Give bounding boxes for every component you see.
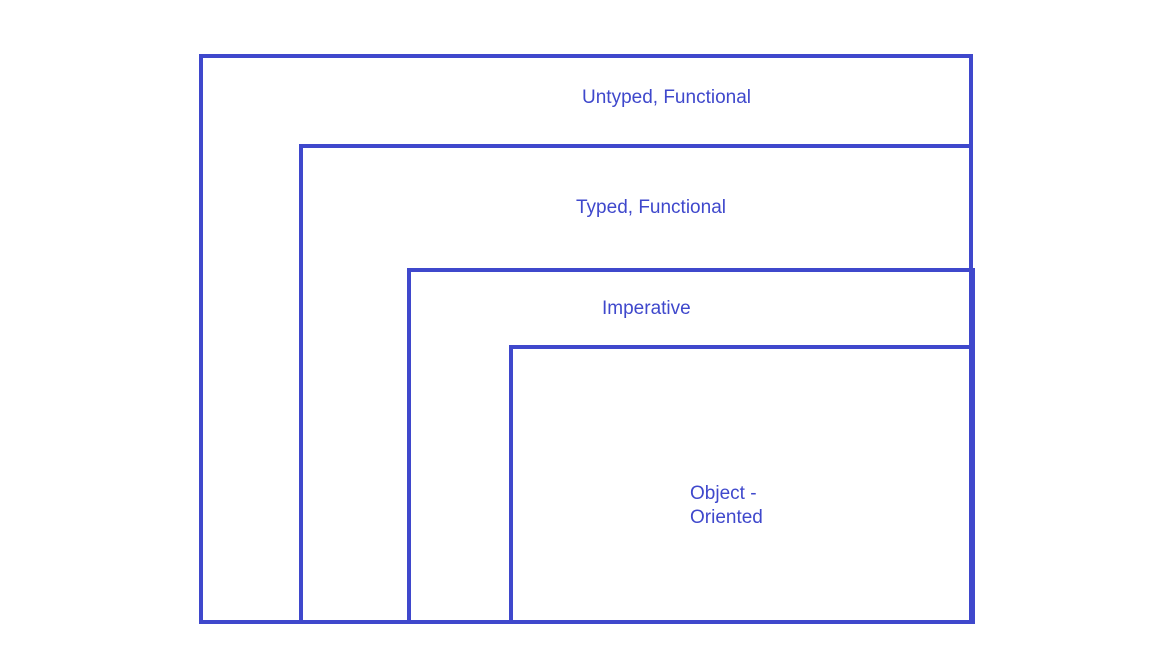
imperative-label: Imperative: [602, 298, 691, 319]
object-oriented-label-line2: Oriented: [690, 507, 763, 528]
object-oriented-label: Object - Oriented: [690, 482, 763, 530]
untyped-functional-label: Untyped, Functional: [582, 87, 751, 108]
object-oriented-box: [509, 345, 975, 624]
typed-functional-label: Typed, Functional: [576, 197, 726, 218]
object-oriented-label-line1: Object -: [690, 483, 757, 504]
